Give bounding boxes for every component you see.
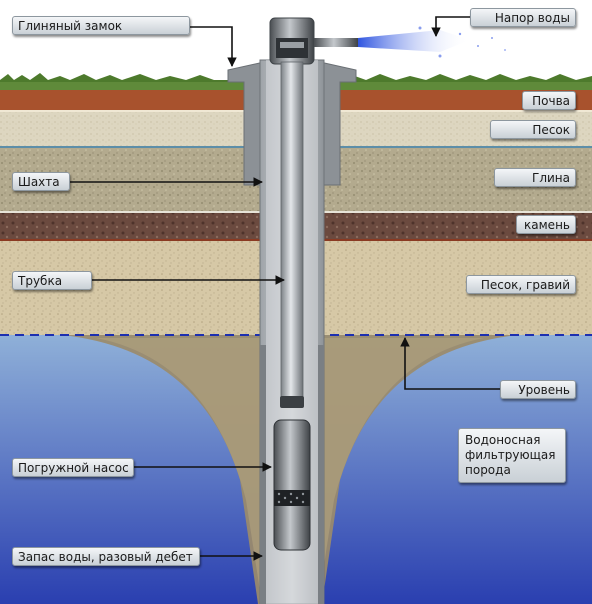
label-water-pressure: Напор воды: [470, 8, 576, 27]
label-pipe: Трубка: [12, 271, 92, 290]
grass-tufts: [0, 73, 592, 82]
outlet-pipe: [314, 38, 358, 47]
label-clay-lock: Глиняный замок: [12, 16, 190, 35]
label-water-reserve: Запас воды, разовый дебет: [12, 547, 200, 566]
label-sand-gravel: Песок, гравий: [466, 275, 576, 294]
inner-pipe: [280, 61, 304, 403]
label-shaft: Шахта: [12, 172, 70, 191]
label-stone: камень: [516, 215, 576, 234]
submersible-pump: [273, 419, 311, 551]
label-soil: Почва: [522, 91, 576, 110]
label-aquifer: Водоносная фильтрующая порода: [458, 428, 566, 483]
water-jet: [358, 30, 470, 52]
label-clay: Глина: [494, 168, 576, 187]
label-level: Уровень: [500, 380, 576, 399]
leader-lines: [70, 16, 500, 561]
label-submersible-pump: Погружной насос: [12, 458, 134, 477]
label-sand: Песок: [490, 120, 576, 139]
